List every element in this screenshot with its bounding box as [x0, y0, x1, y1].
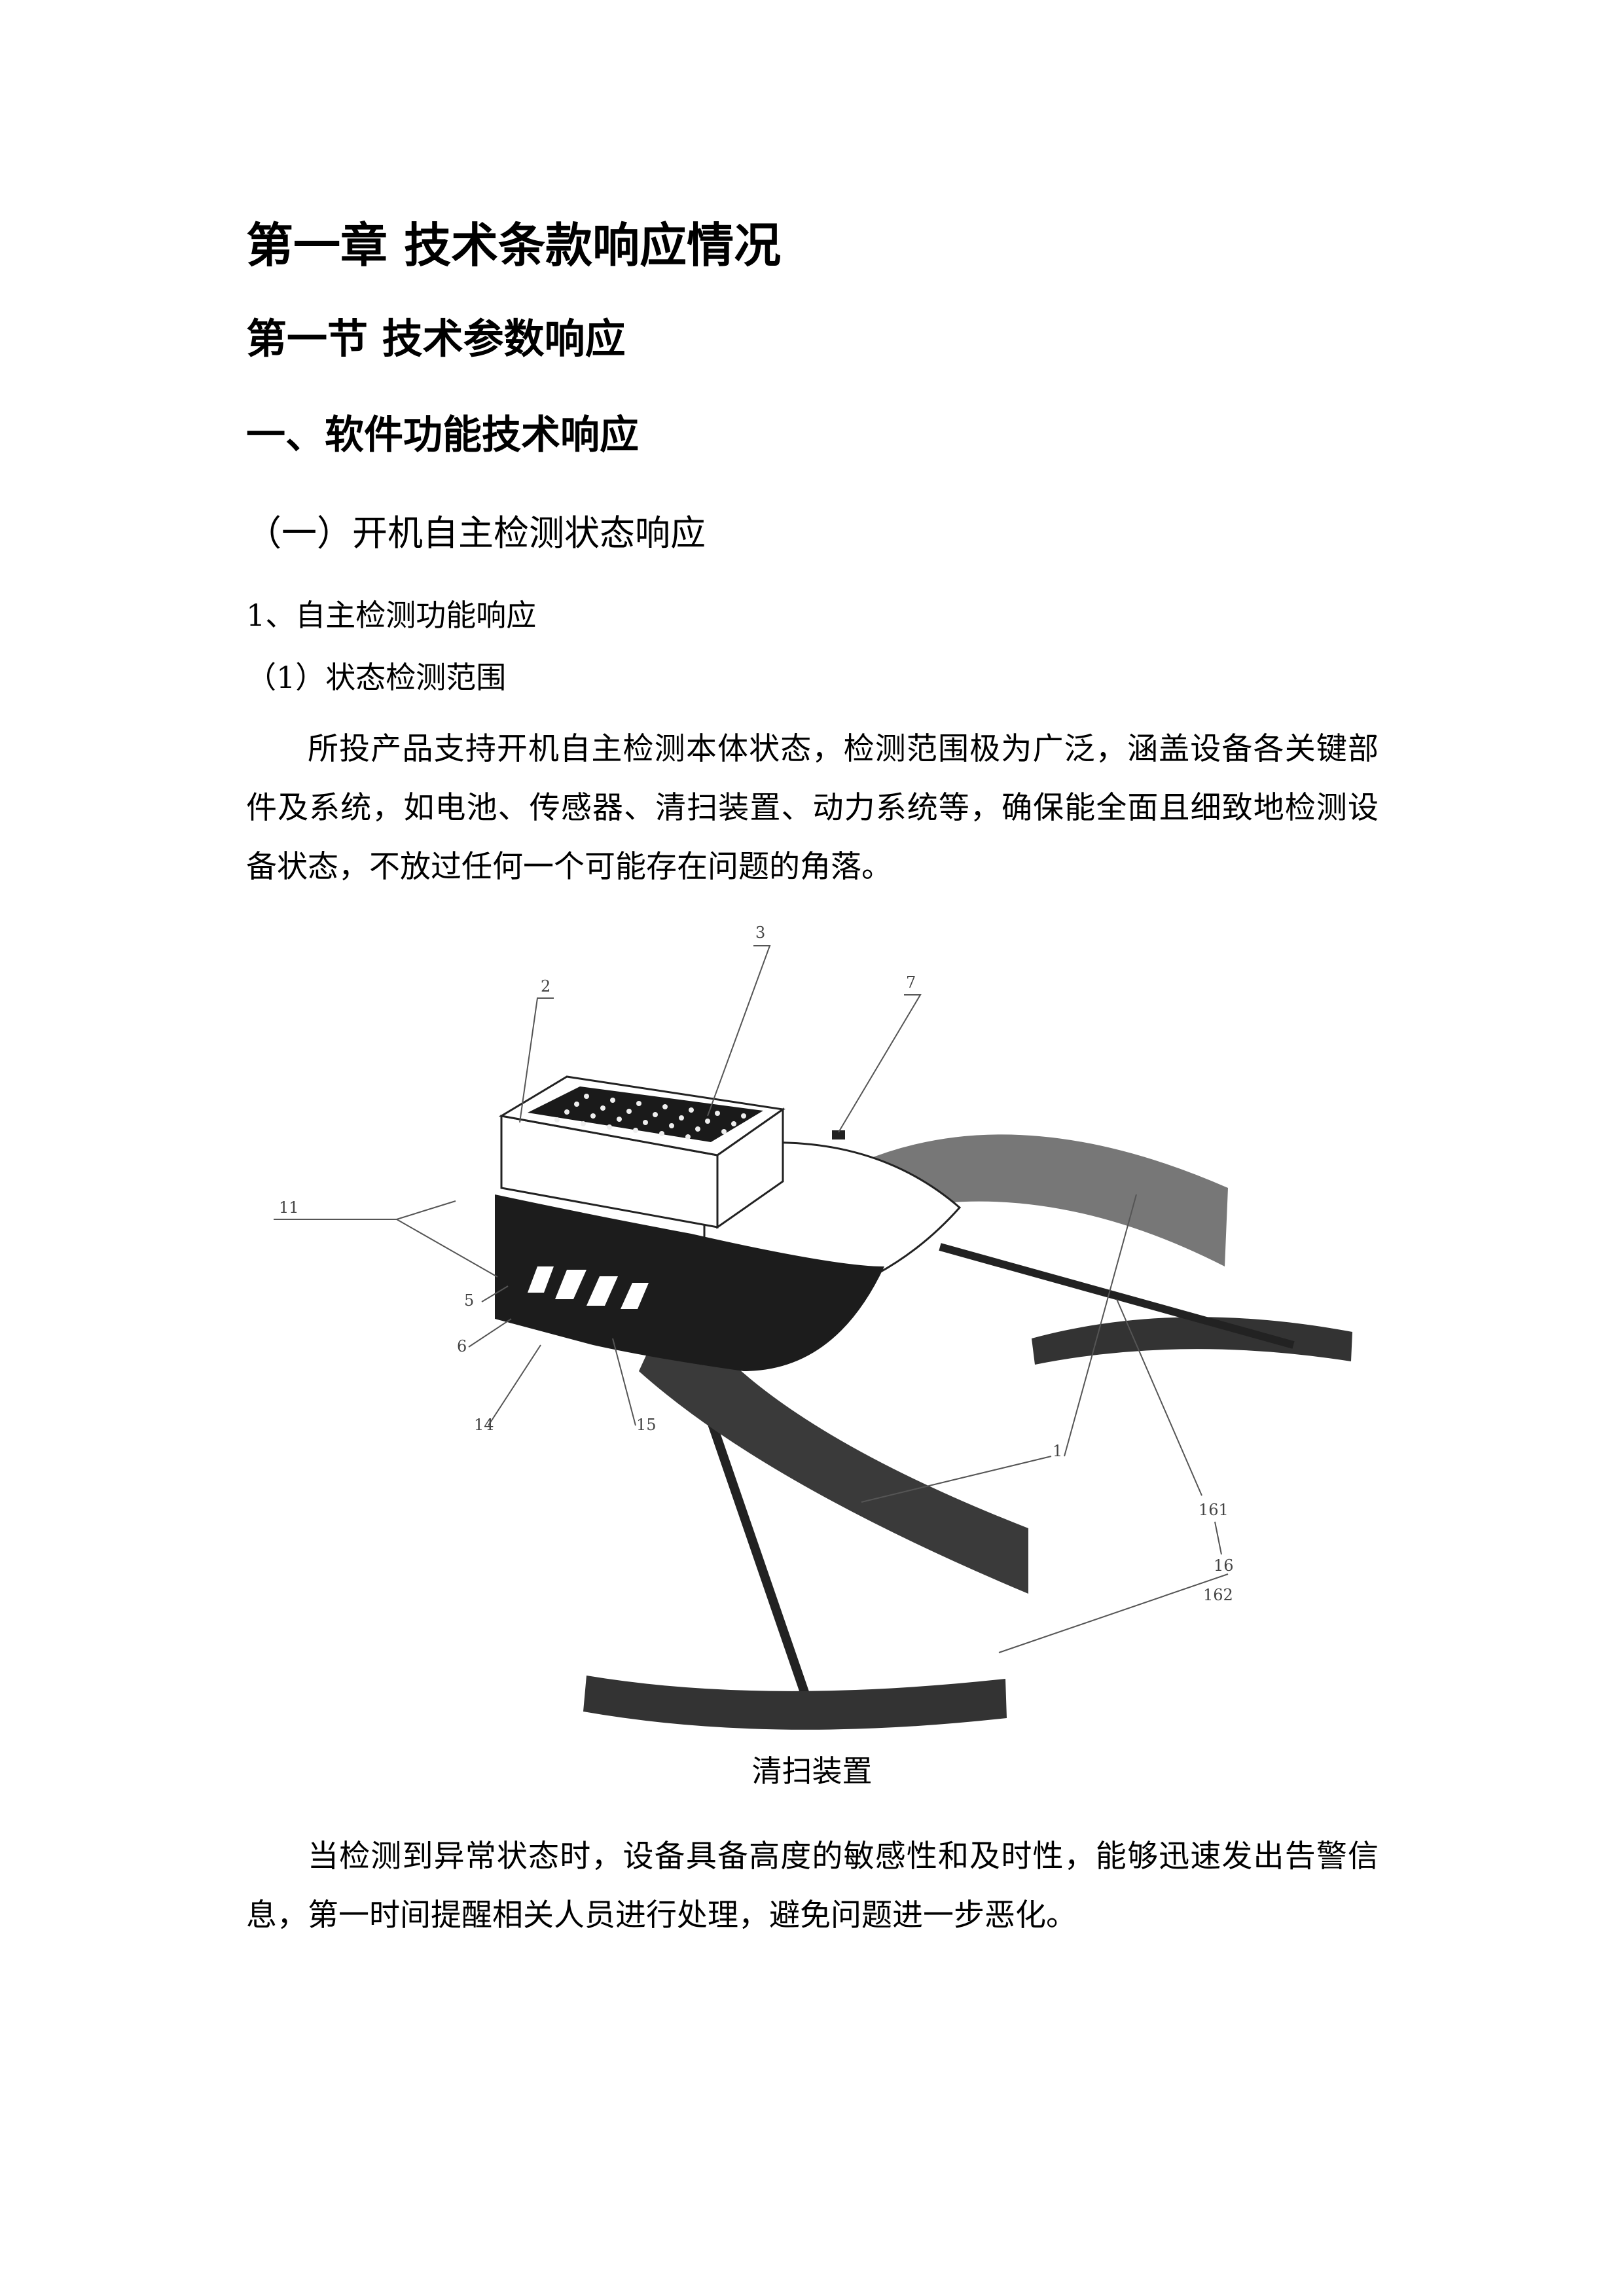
- section-title: 第一节 技术参数响应: [246, 315, 626, 363]
- paragraph-alarm: 当检测到异常状态时，设备具备高度的敏感性和及时性，能够迅速发出告警信息，第一时间…: [246, 1839, 1379, 1933]
- label-161: 161: [1199, 1501, 1229, 1519]
- label-162: 162: [1203, 1586, 1233, 1604]
- label-15: 15: [636, 1416, 657, 1434]
- label-16: 16: [1214, 1556, 1234, 1575]
- device-body: [495, 1075, 884, 1371]
- label-14: 14: [474, 1416, 494, 1434]
- paragraph-detection-scope: 所投产品支持开机自主检测本体状态，检测范围极为广泛，涵盖设备各关键部件及系统，如…: [246, 731, 1379, 885]
- label-6: 6: [457, 1337, 467, 1355]
- label-7: 7: [906, 973, 916, 992]
- subitem-title: （1）状态检测范围: [246, 660, 507, 695]
- label-11: 11: [279, 1198, 299, 1217]
- label-3: 3: [755, 924, 765, 942]
- cleaning-device-illustration: 2 3 7 11 5 6 14 15 1 161 16 162: [274, 924, 1352, 1730]
- label-2: 2: [541, 977, 550, 996]
- label-5: 5: [464, 1291, 474, 1310]
- leader-lines: [274, 945, 1229, 1653]
- figure-caption: 清扫装置: [751, 1753, 873, 1789]
- subsubsection-title: （一）开机自主检测状态响应: [246, 512, 706, 554]
- label-1: 1: [1053, 1442, 1062, 1460]
- part-labels: 2 3 7 11 5 6 14 15 1 161 16 162: [279, 924, 1234, 1604]
- chapter-title: 第一章 技术条款响应情况: [246, 218, 782, 273]
- item-title: 1、自主检测功能响应: [246, 598, 537, 633]
- cleaning-device-figure: 2 3 7 11 5 6 14 15 1 161 16 162: [246, 900, 1379, 1744]
- subsection-title: 一、软件功能技术响应: [246, 412, 639, 458]
